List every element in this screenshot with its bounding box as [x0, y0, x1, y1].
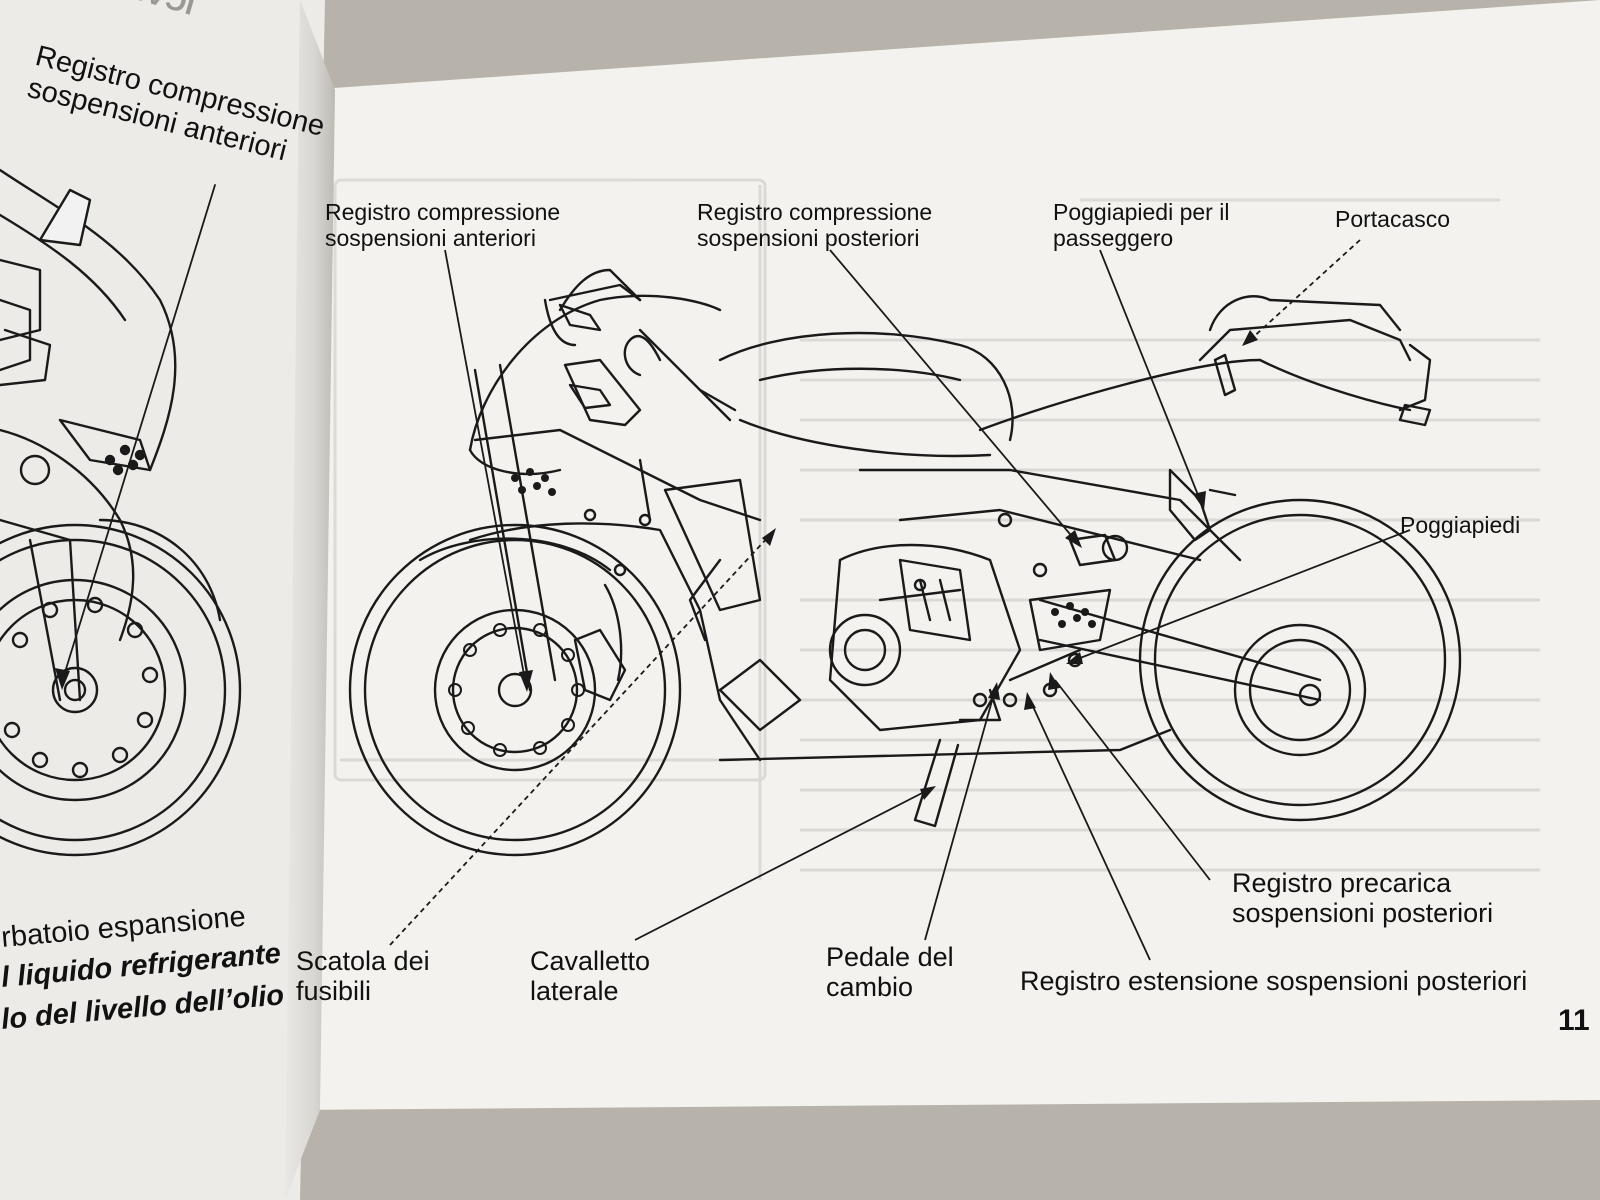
label-side-stand: Cavalletto laterale	[530, 946, 650, 1006]
label-front-compression: Registro compressione sospensioni anteri…	[325, 199, 561, 252]
label-front-compression-line-1: Registro compressione	[325, 199, 561, 225]
label-front-compression-line-2: sospensioni anteriori	[325, 224, 536, 251]
label-footpeg-line-1: Poggiapiedi	[1400, 512, 1521, 538]
label-passenger-footpeg: Poggiapiedi per il passeggero	[1053, 199, 1230, 252]
page-gutter	[285, 0, 335, 1200]
leader-lines	[389, 239, 1411, 961]
label-helmet-holder-line-1: Portacasco	[1335, 206, 1451, 232]
label-fuse-box-line-1: Scatola dei	[296, 946, 430, 976]
label-fuse-box-line-2: fusibili	[296, 976, 372, 1007]
label-helmet-holder: Portacasco	[1335, 206, 1451, 233]
motorcycle-drawing	[348, 268, 1462, 857]
label-gear-pedal: Pedale del cambio	[826, 942, 954, 1002]
label-rear-preload-line-2: sospensioni posteriori	[1232, 898, 1494, 929]
label-gear-pedal-line-1: Pedale del	[826, 942, 954, 972]
label-rear-preload: Registro precarica sospensioni posterior…	[1232, 868, 1493, 928]
label-side-stand-line-1: Cavalletto	[530, 946, 651, 976]
label-rear-rebound-line-1: Registro estensione sospensioni posterio…	[1020, 966, 1528, 996]
left-motorcycle-drawing	[0, 168, 242, 857]
label-gear-pedal-line-2: cambio	[826, 972, 914, 1003]
label-fuse-box: Scatola dei fusibili	[296, 946, 430, 1006]
label-side-stand-line-2: laterale	[530, 976, 619, 1007]
label-rear-compression-line-1: Registro compressione	[697, 199, 933, 225]
label-passenger-footpeg-line-2: passeggero	[1053, 224, 1174, 251]
label-rear-compression-line-2: sospensioni posteriori	[697, 224, 920, 251]
label-rear-compression: Registro compressione sospensioni poster…	[697, 199, 933, 252]
label-rear-preload-line-1: Registro precarica	[1232, 868, 1452, 898]
label-passenger-footpeg-line-1: Poggiapiedi per il	[1053, 199, 1230, 225]
left-page	[0, 0, 325, 1200]
page-number: 11	[1558, 1004, 1590, 1037]
label-rear-rebound: Registro estensione sospensioni posterio…	[1020, 966, 1527, 996]
label-footpeg: Poggiapiedi	[1400, 512, 1521, 539]
